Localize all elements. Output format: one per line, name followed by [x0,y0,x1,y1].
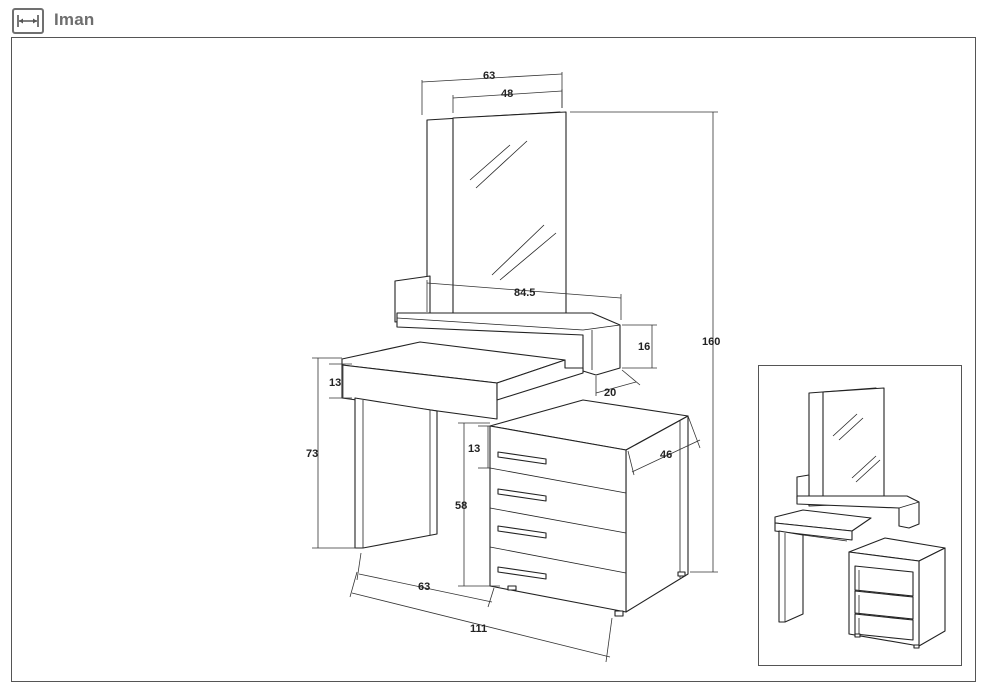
mirror-glass-width-label: 48 [501,88,513,100]
left-drawer-height-label: 13 [329,377,341,389]
desk-height-label: 73 [306,448,318,460]
dimension-lines [312,72,718,663]
right-drawer-height-label: 13 [468,443,480,455]
mirror-total-width-label: 63 [483,70,495,82]
desk [341,341,584,549]
inset-preview-frame [758,365,962,666]
total-height-label: 160 [702,336,720,348]
cabinet-height-label: 58 [455,500,467,512]
product-title: Iman [54,10,95,29]
shelf-width-label: 84.5 [514,287,535,299]
inset-preview-drawing [774,387,946,649]
shelf-depth-label: 20 [604,387,616,399]
drawing-frame [11,37,976,682]
cabinet-depth-label: 46 [660,449,672,461]
drawer-cabinet [489,399,689,617]
shelf-height-label: 16 [638,341,650,353]
shelf-unit [394,275,621,376]
mirror [426,111,567,323]
width-dimension-icon [12,8,44,34]
total-width-label: 111 [470,623,487,635]
desk-width-label: 63 [418,581,430,593]
